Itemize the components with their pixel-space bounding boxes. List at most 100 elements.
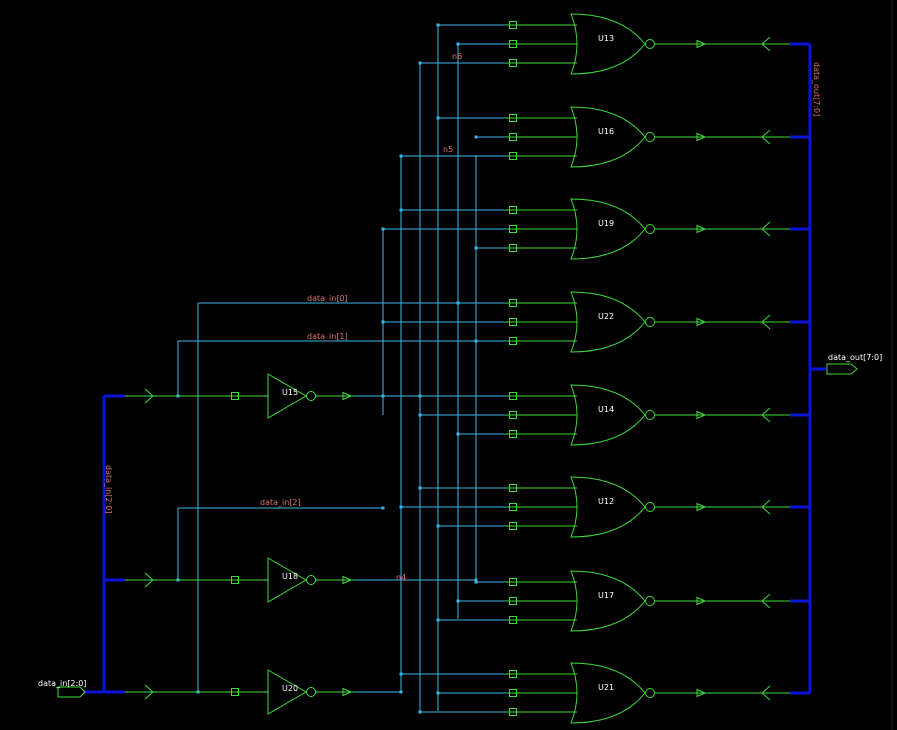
bus-ripper (761, 314, 782, 330)
net-label-data-in-2: data_in[2] (260, 498, 301, 507)
inversion-bubble (645, 317, 655, 327)
gate-instance-label: U20 (282, 684, 298, 693)
gate-instance-label: U15 (282, 388, 298, 397)
pin-square (509, 206, 517, 214)
nor-gate-body (570, 291, 646, 353)
bus-ripper (133, 572, 154, 588)
inversion-bubble (306, 687, 316, 697)
output-port-label: data_out[7:0] (828, 353, 882, 362)
inverter-u18: U18 (125, 557, 355, 603)
net-label-n6: n6 (452, 52, 462, 61)
junction-dot (474, 135, 478, 139)
pin-triangle (696, 596, 707, 606)
pin-square (509, 299, 517, 307)
bus-layer (84, 42, 826, 695)
nor-gate-body (570, 13, 646, 75)
pin-square (509, 522, 517, 530)
pin-square (509, 616, 517, 624)
output-port-symbol (826, 363, 858, 375)
bus-ripper (761, 129, 782, 145)
inversion-bubble (645, 132, 655, 142)
nor-gate-u14: U14 (505, 384, 790, 446)
input-bus-label: data_in[2:0] (104, 465, 113, 513)
pin-square (509, 152, 517, 160)
gate-instance-label: U12 (598, 497, 614, 506)
pin-square (509, 689, 517, 697)
pin-square (509, 59, 517, 67)
pin-triangle (342, 575, 353, 585)
pin-triangle (696, 410, 707, 420)
gate-instance-label: U17 (598, 591, 614, 600)
nor-gate-body (570, 570, 646, 632)
nor-gate-u12: U12 (505, 476, 790, 538)
net-label-data-in-0: data_in[0] (307, 294, 348, 303)
pin-square (231, 688, 239, 696)
pin-triangle (342, 687, 353, 697)
gate-instance-label: U19 (598, 219, 614, 228)
pin-square (509, 133, 517, 141)
pin-square (509, 484, 517, 492)
nor-gate-u16: U16 (505, 106, 790, 168)
pin-square (509, 597, 517, 605)
pin-square (509, 708, 517, 716)
gate-instance-label: U14 (598, 405, 614, 414)
junction-dot (474, 578, 478, 582)
gate-instance-label: U18 (282, 572, 298, 581)
bus-ripper (761, 593, 782, 609)
junction-dot (418, 710, 422, 714)
pin-triangle (696, 224, 707, 234)
bus-ripper (761, 499, 782, 515)
pin-square (509, 337, 517, 345)
net-label-n4: n4 (396, 573, 406, 582)
junction-dot (399, 690, 403, 694)
nor-gate-u19: U19 (505, 198, 790, 260)
nor-gate-body (570, 384, 646, 446)
gate-instance-label: U22 (598, 312, 614, 321)
nor-gate-u22: U22 (505, 291, 790, 353)
bus-ripper (761, 685, 782, 701)
pin-triangle (342, 391, 353, 401)
pin-square (509, 225, 517, 233)
pin-square (231, 576, 239, 584)
nor-gate-u17: U17 (505, 570, 790, 632)
nor-gate-u21: U21 (505, 662, 790, 724)
nor-gate-body (570, 198, 646, 260)
junction-dot (474, 339, 478, 343)
bus-ripper (761, 407, 782, 423)
pin-square (509, 430, 517, 438)
label-layer: data_in[2:0] data_out[7:0] data_in[2:0] … (38, 52, 882, 688)
pin-triangle (696, 317, 707, 327)
junction-dot (456, 301, 460, 305)
gate-instance-label: U21 (598, 683, 614, 692)
inverter-u20: U20 (125, 669, 355, 715)
input-port-symbol (57, 686, 86, 698)
input-port-label: data_in[2:0] (38, 679, 86, 688)
inversion-bubble (645, 39, 655, 49)
junction-dot (418, 394, 422, 398)
bus-ripper (761, 36, 782, 52)
pin-triangle (696, 39, 707, 49)
inverter-u15: U15 (125, 373, 355, 419)
inversion-bubble (306, 575, 316, 585)
gate-instance-label: U13 (598, 34, 614, 43)
net-label-data-in-1: data_in[1] (307, 332, 348, 341)
pin-square (509, 40, 517, 48)
pin-square (231, 392, 239, 400)
nor-gate-u13: U13 (505, 13, 790, 75)
pin-square (509, 670, 517, 678)
inversion-bubble (645, 410, 655, 420)
inversion-bubble (645, 224, 655, 234)
junction-dot (381, 506, 385, 510)
pin-triangle (696, 502, 707, 512)
pin-square (509, 114, 517, 122)
wire-layer (176, 23, 505, 714)
pin-square (509, 21, 517, 29)
nor-gate-body (570, 476, 646, 538)
net-label-n5: n5 (443, 145, 453, 154)
pin-square (509, 503, 517, 511)
output-bus-label: data_out[7:0] (812, 62, 821, 116)
pin-square (509, 244, 517, 252)
